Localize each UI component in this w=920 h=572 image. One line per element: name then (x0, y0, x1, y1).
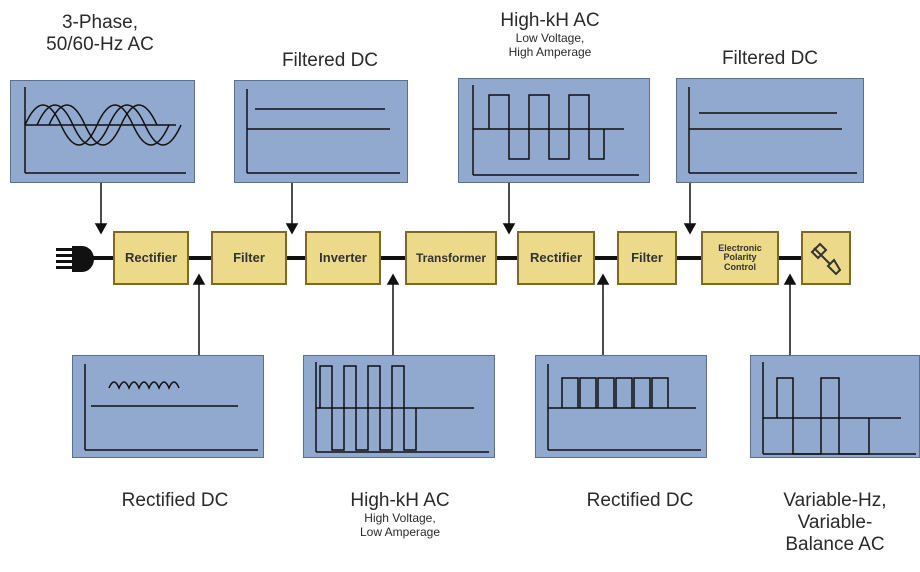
wire-rectifier-filter-2 (594, 256, 618, 260)
label-variable: Variable- (797, 511, 873, 533)
wire-transformer-rectifier (496, 256, 518, 260)
filtered-dc-waveform-1 (246, 89, 400, 174)
rectified-dc-pulse-waveform-2 (547, 364, 701, 451)
wire-filter-inverter (286, 256, 306, 260)
wire-plug-rectifier (96, 256, 114, 260)
label-3-phase-line2: 50/60-Hz AC (46, 33, 154, 55)
label-balance-ac: Balance AC (785, 533, 885, 555)
block-filter-1: Filter (211, 231, 287, 285)
block-rectifier-1: Rectifier (113, 231, 189, 285)
panel-high-kh-ac-top (458, 78, 650, 183)
label-high-kh-ac-bottom-title: High-kH AC (350, 490, 450, 511)
label-filtered-dc-top-1: Filtered DC (281, 50, 379, 71)
power-plug-icon (56, 246, 100, 272)
panel-filtered-dc-2 (676, 78, 864, 183)
wire-rectifier-filter (188, 256, 212, 260)
variable-balance-ac-waveform (762, 362, 916, 455)
rectified-dc-ripple-waveform-1 (84, 364, 258, 451)
label-variable-balance-ac: Variable-Hz, Variable- Balance AC (755, 490, 915, 556)
label-low-voltage: Low Voltage, (515, 30, 585, 45)
welding-torch-icon (810, 242, 842, 276)
wire-filter-polarity (676, 256, 702, 260)
label-filtered-dc-top-2: Filtered DC (721, 48, 819, 69)
block-inverter: Inverter (305, 231, 381, 285)
label-high-kh-ac-top: High-kH AC Low Voltage, High Amperage (470, 10, 630, 59)
panel-3-phase-ac (10, 80, 195, 183)
block-torch (801, 231, 851, 285)
label-3-phase-line1: 3-Phase, (61, 12, 139, 33)
label-high-voltage: High Voltage, (364, 510, 436, 525)
label-variable-hz: Variable-Hz, (783, 490, 887, 511)
block-filter-2: Filter (617, 231, 677, 285)
high-kh-ac-square-wave-top (472, 85, 639, 176)
label-rectified-dc-bottom-1: Rectified DC (121, 490, 229, 511)
polarity-control-line3: Control (724, 261, 756, 272)
label-3-phase-ac: 3-Phase, 50/60-Hz AC (20, 12, 180, 56)
high-kh-ac-square-wave-bottom (315, 362, 489, 453)
label-rectified-dc-bottom-2: Rectified DC (586, 490, 694, 511)
label-high-kh-ac-top-title: High-kH AC (500, 10, 600, 31)
block-transformer: Transformer (405, 231, 497, 285)
label-low-amperage: Low Amperage (359, 524, 441, 539)
filtered-dc-waveform-2 (688, 87, 857, 174)
polarity-control-line1: Electronic (718, 242, 762, 253)
label-high-kh-ac-bottom: High-kH AC High Voltage, Low Amperage (315, 490, 485, 539)
panel-high-kh-ac-bottom (303, 355, 495, 458)
polarity-control-line2: Polarity (723, 252, 757, 263)
block-rectifier-2: Rectifier (517, 231, 595, 285)
panel-rectified-dc-2 (535, 355, 707, 458)
block-polarity-control: Electronic Polarity Control (701, 231, 779, 285)
panel-filtered-dc-1 (234, 80, 408, 183)
wire-polarity-torch (778, 256, 802, 260)
panel-variable-ac (750, 355, 920, 458)
three-phase-waveform (24, 87, 186, 174)
label-high-amperage: High Amperage (508, 44, 592, 59)
panel-rectified-dc-1 (72, 355, 264, 458)
wire-inverter-transformer (380, 256, 406, 260)
